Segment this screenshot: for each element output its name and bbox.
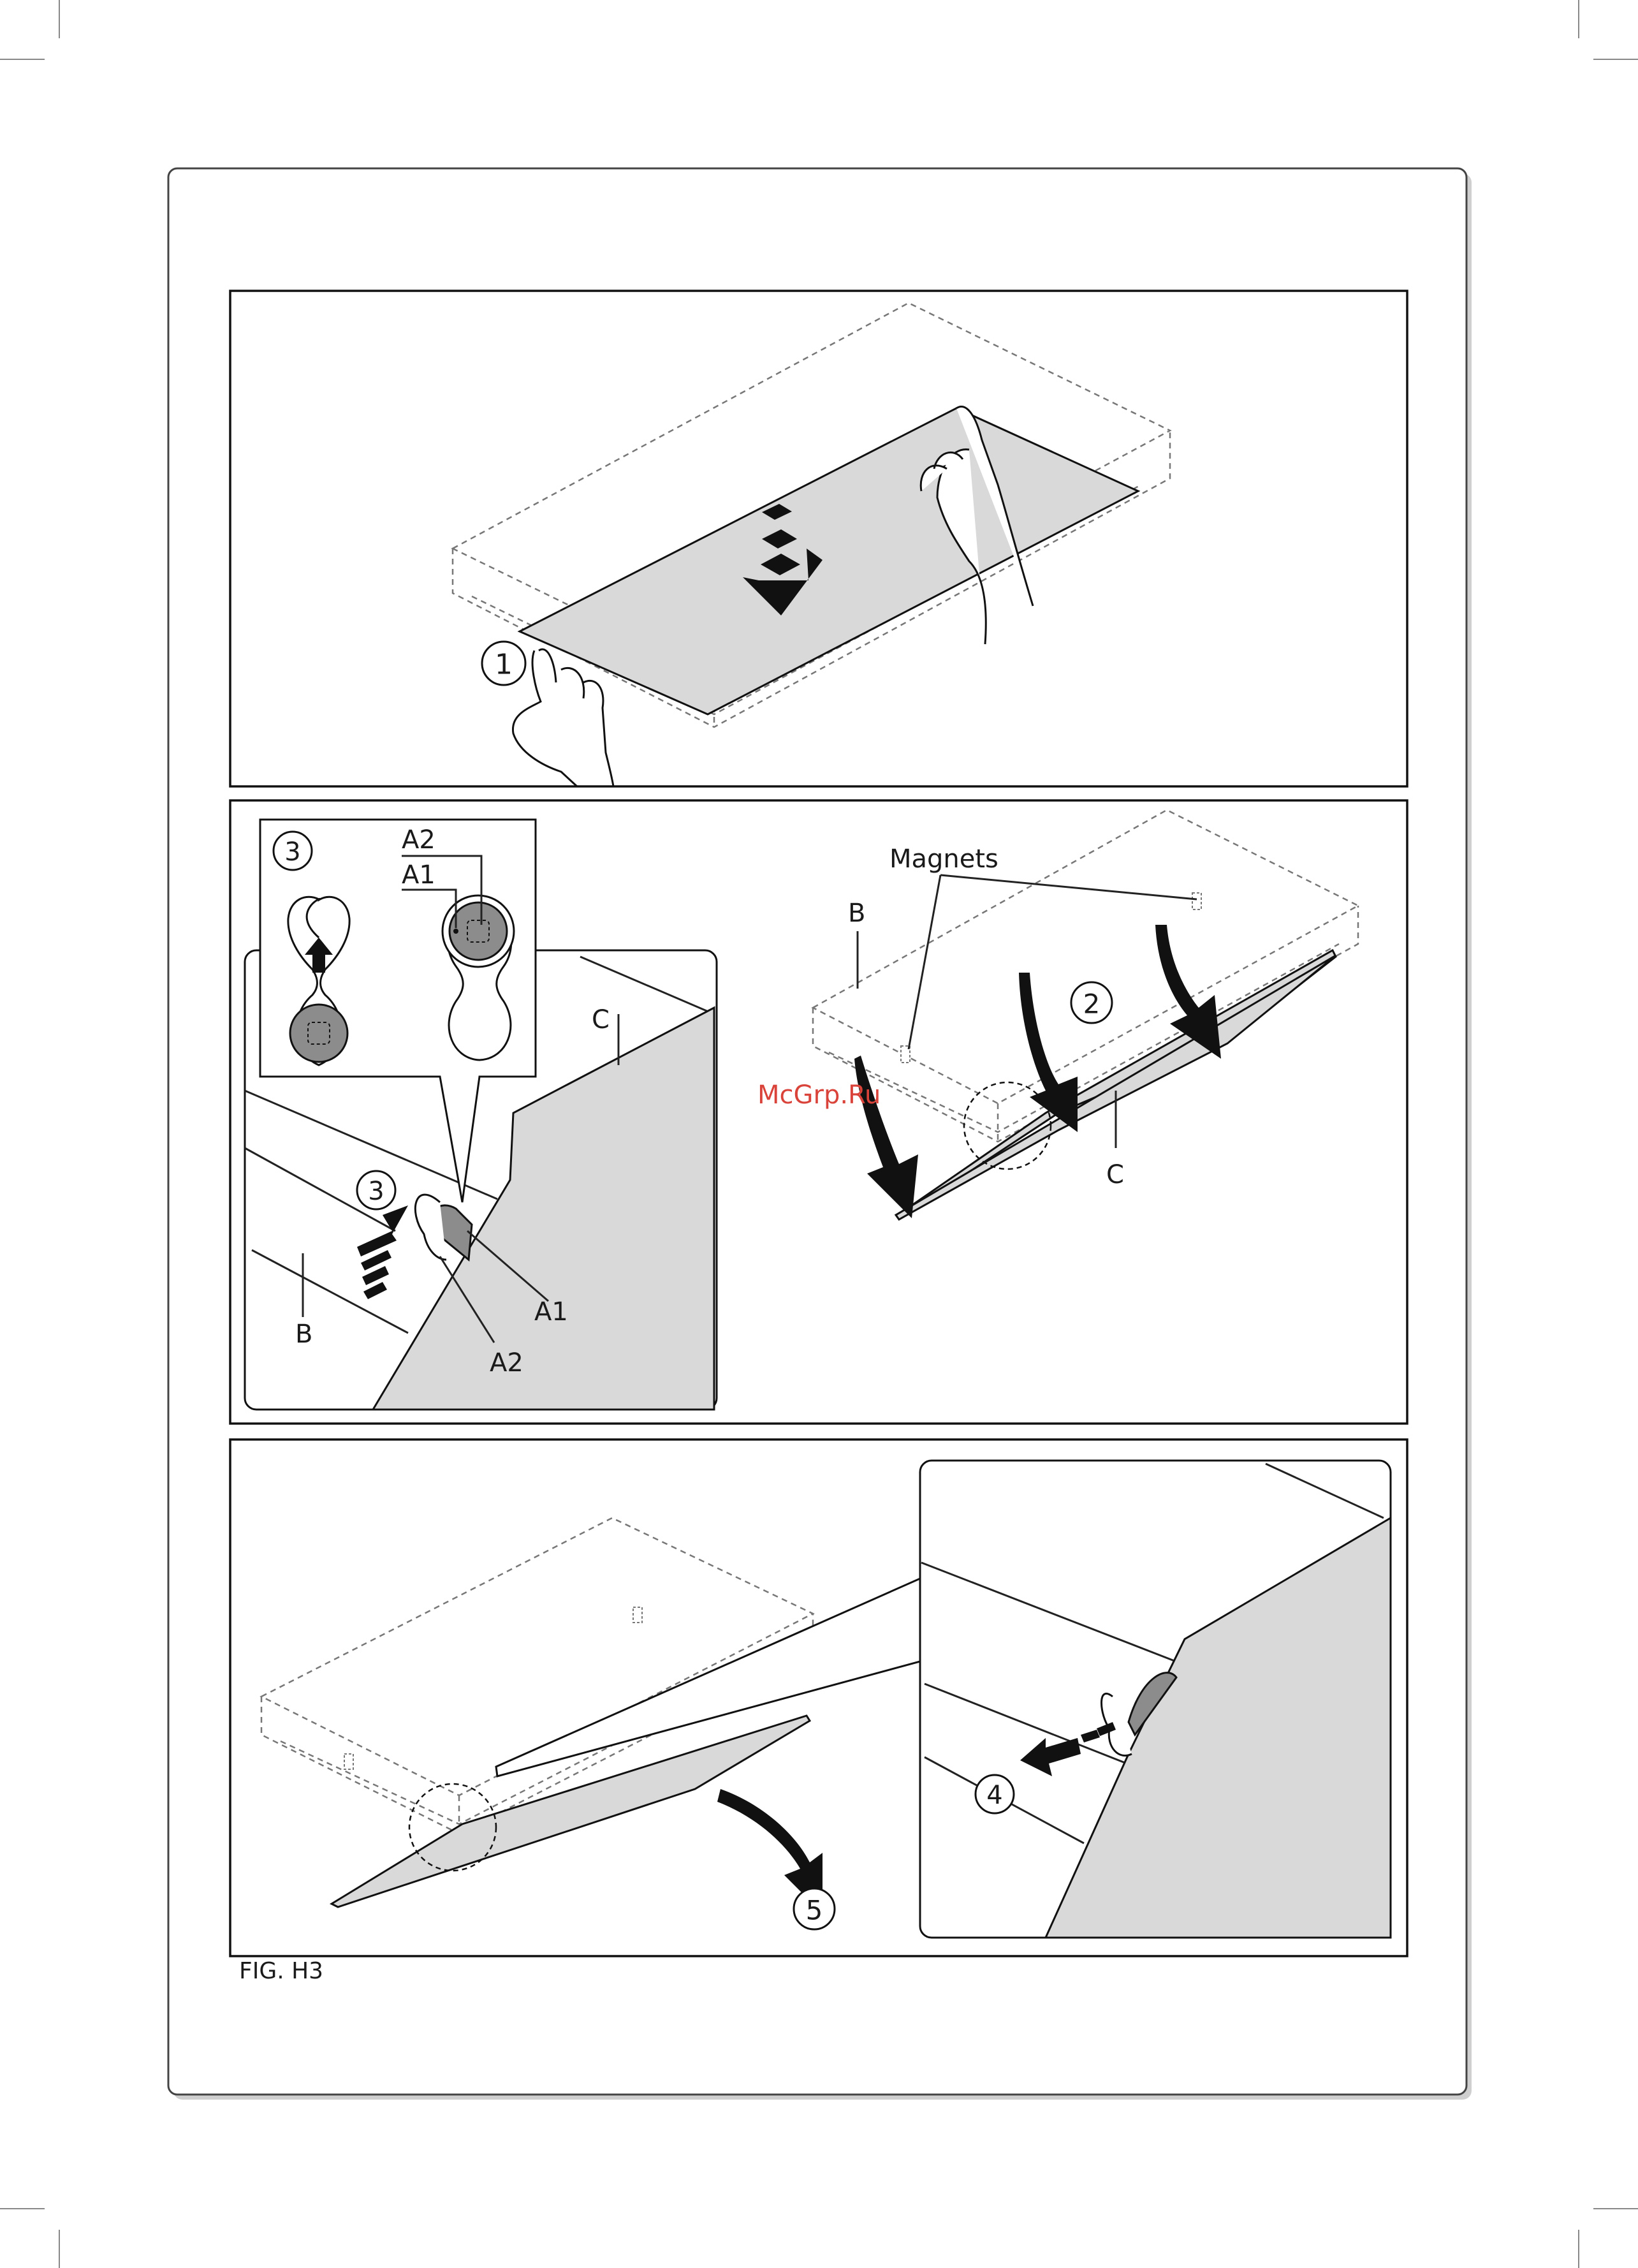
zoom-box: 4 — [920, 1461, 1391, 1938]
magnet-label-c: C — [1106, 1160, 1124, 1189]
inset-label-a1: A1 — [402, 860, 435, 890]
magnet-label-b: B — [848, 899, 865, 928]
step2-marker: 2 — [1083, 989, 1101, 1020]
detail-step3-marker: 3 — [368, 1177, 384, 1206]
figure-label: FIG. H3 — [239, 1958, 323, 1984]
inset-label-a2: A2 — [402, 825, 435, 855]
knob-left — [290, 1005, 347, 1062]
detail-label-a2: A2 — [490, 1348, 523, 1378]
inset-step3-marker: 3 — [284, 837, 300, 867]
detail-label-b: B — [295, 1320, 312, 1349]
magnets-label: Magnets — [889, 844, 998, 874]
watermark: McGrp.Ru — [757, 1080, 881, 1110]
step1-marker: 1 — [495, 649, 513, 681]
step5-marker: 5 — [806, 1895, 823, 1926]
detail-label-c: C — [592, 1005, 610, 1035]
detail-label-a1: A1 — [534, 1297, 568, 1327]
step4-marker: 4 — [986, 1781, 1002, 1810]
